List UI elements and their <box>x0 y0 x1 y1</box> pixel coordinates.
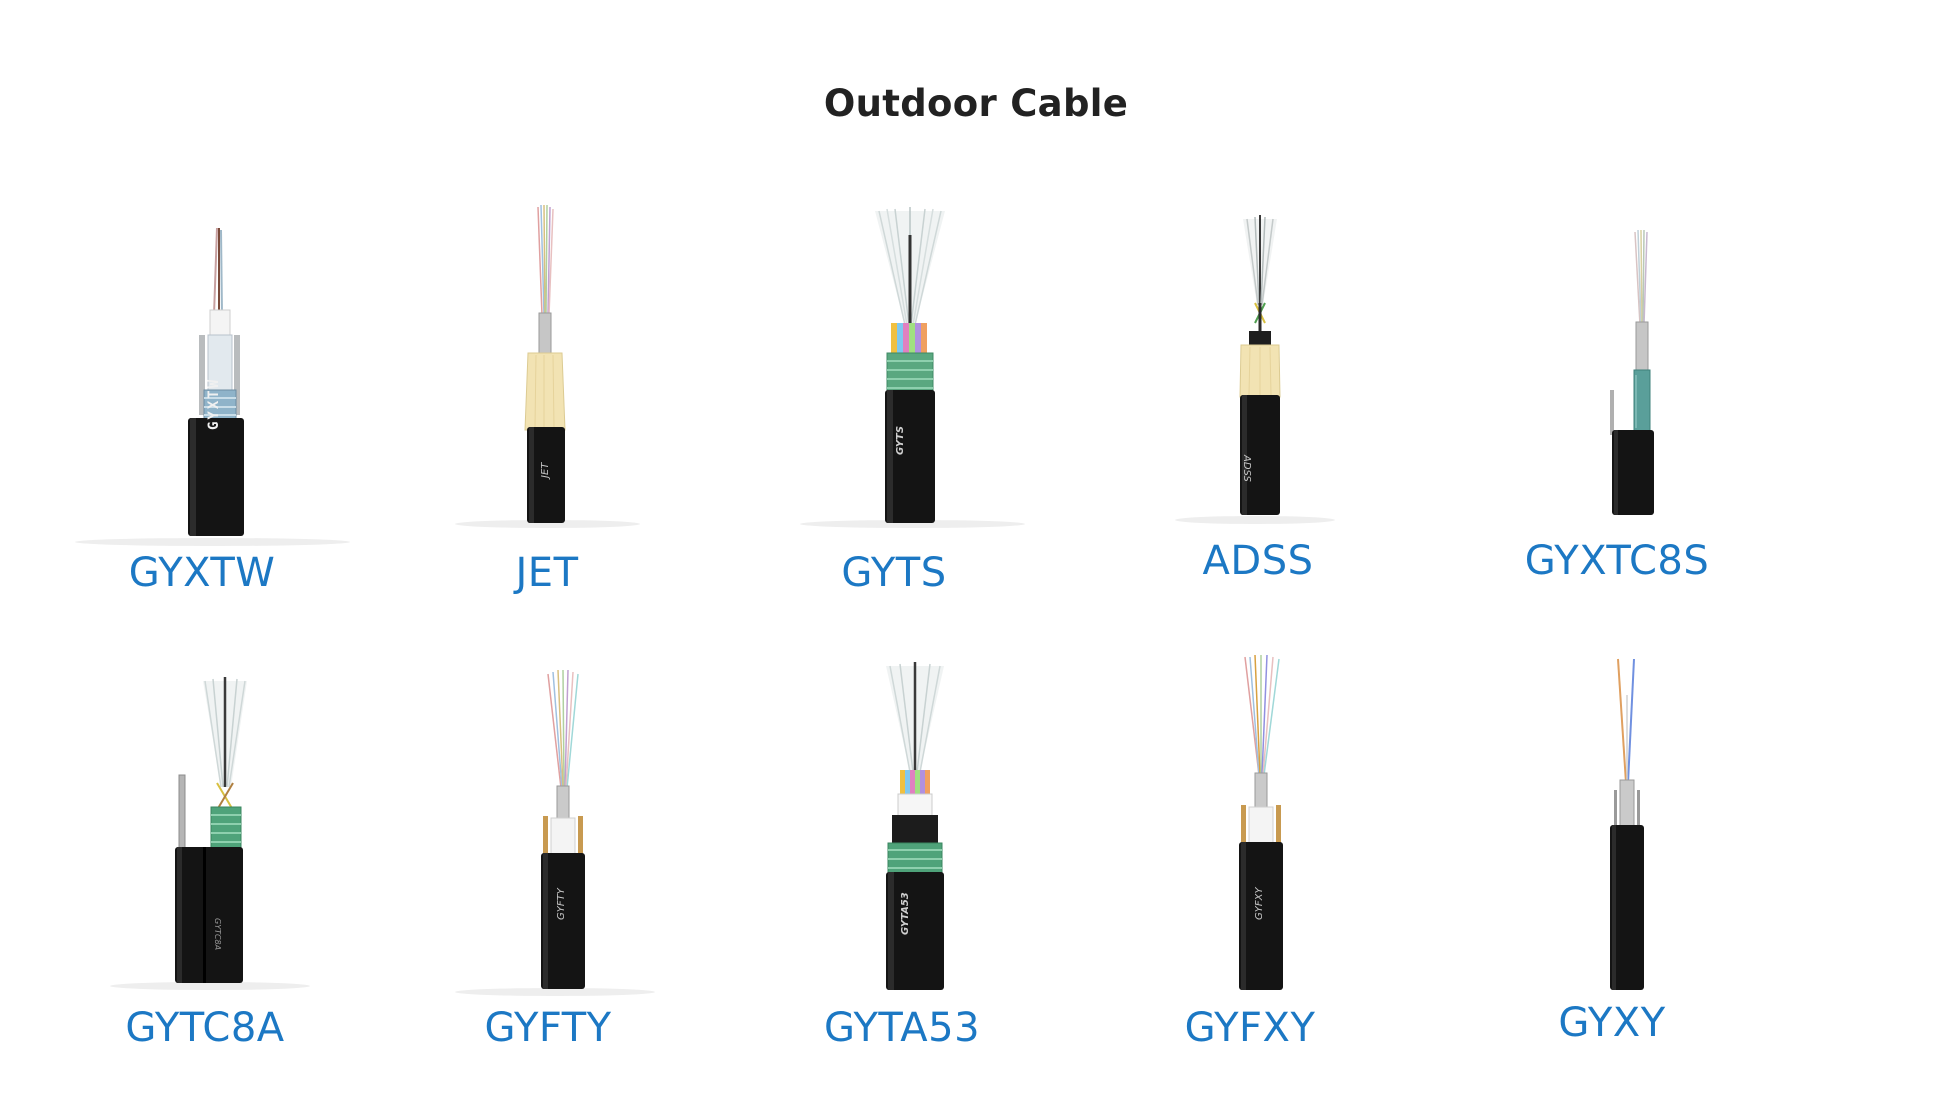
cable-gyxtw-icon <box>188 227 244 536</box>
cable-shadow <box>455 988 655 996</box>
cable-jacket-print: JET <box>540 462 551 478</box>
cable-gyts-icon <box>875 207 945 523</box>
cable-shadow <box>1175 516 1335 524</box>
cable-label: ADSS <box>1202 538 1314 584</box>
cable-label: GYFTY <box>484 1005 612 1051</box>
cable-label: GYXTC8S <box>1524 538 1710 584</box>
cable-gytc8a-icon <box>175 677 247 983</box>
cable-gyfxy-icon <box>1239 655 1283 990</box>
page-title: Outdoor Cable <box>823 82 1129 125</box>
cable-jet-icon <box>524 205 566 523</box>
cable-shadow <box>800 520 1025 528</box>
cable-shadow <box>75 538 350 546</box>
cable-jacket-print: GYXTW <box>206 377 222 430</box>
cable-label: GYTC8A <box>125 1005 285 1051</box>
cable-gyxtc8s-icon <box>1610 230 1654 515</box>
cable-adss-icon <box>1239 215 1281 515</box>
cable-label: GYXY <box>1558 1000 1666 1046</box>
cable-jacket-print: GYFXY <box>1254 887 1265 920</box>
cable-gyxy-icon <box>1610 658 1644 990</box>
cable-label: GYFXY <box>1184 1005 1316 1051</box>
cable-label: GYXTW <box>128 550 276 596</box>
cable-label: GYTS <box>841 550 947 596</box>
cable-shadow <box>110 982 310 990</box>
cable-label: JET <box>515 550 579 596</box>
cable-jacket-print: GYTA53 <box>900 892 911 935</box>
cable-jacket-print: ADSS <box>1241 455 1252 482</box>
cable-gyta53-icon <box>886 662 944 990</box>
cable-jacket-print: GYTS <box>895 425 906 455</box>
cable-jacket-print: GYTC8A <box>213 918 222 951</box>
cable-label: GYTA53 <box>823 1005 981 1051</box>
cable-gyfty-icon <box>541 669 585 989</box>
cable-jacket-print: GYFTY <box>556 888 567 920</box>
cable-shadow <box>455 520 640 528</box>
